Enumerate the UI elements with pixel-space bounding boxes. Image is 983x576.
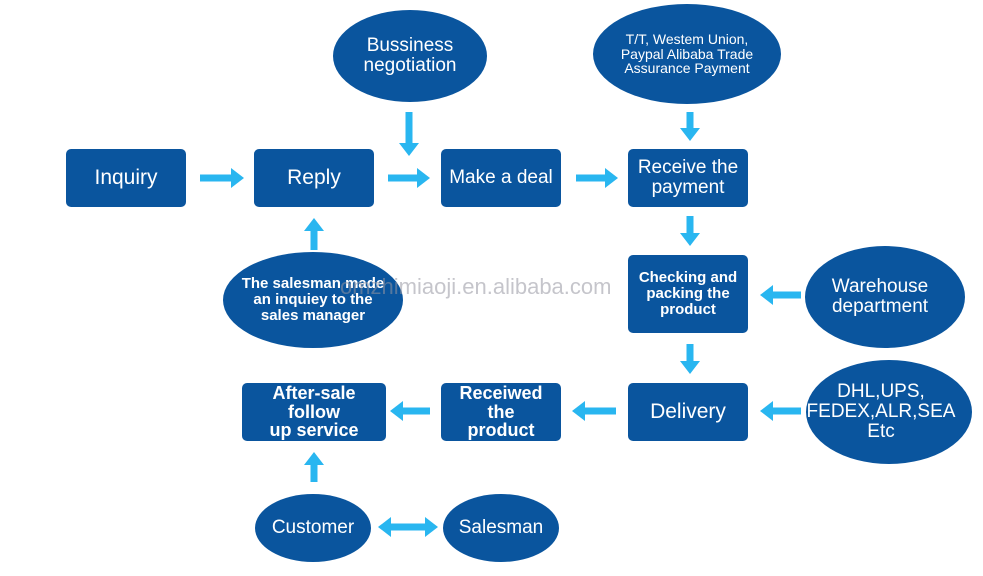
node-after-sale-label: After-sale follow up service <box>269 382 359 441</box>
arrow-inquiry-to-reply <box>200 168 244 188</box>
node-make-a-deal-label: Make a deal <box>449 167 553 189</box>
node-delivery: Delivery <box>628 383 748 441</box>
arrow-customer-to-after-sale <box>304 452 324 482</box>
node-inquiry: Inquiry <box>66 149 186 207</box>
arrow-customer-salesman <box>378 517 438 537</box>
node-make-a-deal: Make a deal <box>441 149 561 207</box>
node-salesman: Salesman <box>443 494 559 562</box>
node-customer-label: Customer <box>271 517 355 539</box>
node-carriers-label: DHL,UPS, FEDEX,ALR,SEA Etc <box>806 381 956 442</box>
arrow-receive-payment-to-checking <box>680 216 700 246</box>
node-payment-methods: T/T, Westem Union, Paypal Alibaba Trade … <box>593 4 781 104</box>
watermark: omzhimiaoji.en.alibaba.com <box>340 274 612 299</box>
node-received-product-label: Receiwed the product <box>459 382 543 441</box>
node-carriers: DHL,UPS, FEDEX,ALR,SEA Etc <box>806 360 972 464</box>
node-checking-packing: Checking and packing the product <box>628 255 748 333</box>
node-salesman-inquiry-label: The salesman made an inquiey to the sale… <box>241 275 385 324</box>
node-warehouse-label: Warehouse department <box>831 276 929 317</box>
arrow-payment-methods-to-receive-payment <box>680 112 700 141</box>
node-checking-packing-label: Checking and packing the product <box>638 269 738 318</box>
node-reply-label: Reply <box>287 165 341 189</box>
arrow-salesman-inquiry-to-reply <box>304 218 324 250</box>
node-after-sale: After-sale follow up service <box>242 383 386 441</box>
arrow-checking-to-delivery <box>680 344 700 374</box>
node-customer: Customer <box>255 494 371 562</box>
node-receive-payment: Receive the payment <box>628 149 748 207</box>
node-warehouse: Warehouse department <box>805 246 965 348</box>
arrow-carriers-to-delivery <box>760 401 801 421</box>
node-delivery-label: Delivery <box>650 399 726 423</box>
node-receive-payment-label: Receive the payment <box>637 157 739 198</box>
node-bussiness-negotiation: Bussiness negotiation <box>333 10 487 102</box>
arrow-reply-to-make-deal <box>388 168 430 188</box>
arrow-warehouse-to-checking <box>760 285 801 305</box>
node-salesman-label: Salesman <box>458 517 544 539</box>
arrow-delivery-to-received-product <box>572 401 616 421</box>
arrow-received-product-to-after-sale <box>390 401 430 421</box>
node-inquiry-label: Inquiry <box>94 165 158 189</box>
node-reply: Reply <box>254 149 374 207</box>
arrow-make-deal-to-receive-payment <box>576 168 618 188</box>
arrow-negotiation-to-make-deal <box>399 112 419 156</box>
node-salesman-inquiry: The salesman made an inquiey to the sale… <box>223 252 403 348</box>
node-bussiness-negotiation-label: Bussiness negotiation <box>363 35 457 76</box>
node-payment-methods-label: T/T, Westem Union, Paypal Alibaba Trade … <box>620 30 754 77</box>
node-received-product: Receiwed the product <box>441 383 561 441</box>
